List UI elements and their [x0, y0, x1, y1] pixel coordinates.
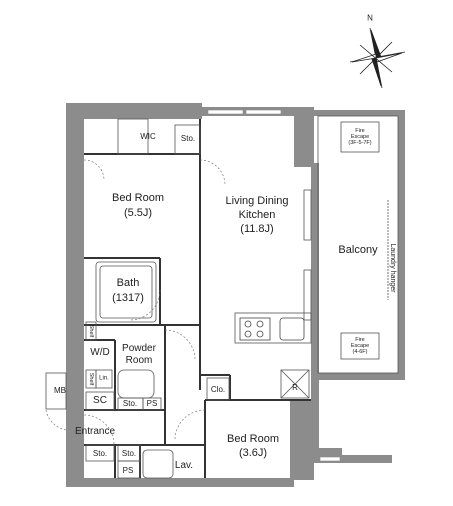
windows [207, 109, 341, 462]
bedroom2-name: Bed Room [227, 433, 279, 445]
pipe-space-label-2: PS [122, 466, 134, 475]
pipe-space-label-1: PS [146, 399, 158, 408]
refrigerator-label: R [292, 383, 298, 392]
balcony-label: Balcony [338, 244, 378, 256]
ldk-name-line2: Kitchen [238, 209, 276, 221]
fire-escape-top: Fire Escape (3F-5-7F) [348, 128, 371, 146]
ldk-name-line1: Living Dining [225, 195, 289, 207]
compass-north-label: N [367, 13, 373, 23]
lavatory-label: Lav. [174, 460, 194, 471]
laundry-hanger-label: Laundry hanger [389, 243, 396, 293]
ldk-size: (11.8J) [240, 223, 274, 235]
fire-escape-bottom: Fire Escape (4-6F) [351, 337, 369, 355]
fire-escape-top-line3: (3F-5-7F) [348, 140, 372, 146]
door-swings [45, 159, 226, 446]
shelf-label-2: Shelf [88, 372, 94, 386]
fire-escape-bottom-line1: Fire [355, 337, 365, 343]
entrance-label: Entrance [74, 426, 116, 437]
bedroom1-size: (5.5J) [123, 207, 153, 219]
fire-escape-bottom-line2: Escape [350, 343, 370, 349]
wic-label: WIC [140, 132, 156, 141]
powder-room-line2: Room [125, 355, 153, 366]
powder-room-line1: Powder [122, 343, 156, 354]
outer-walls [66, 103, 405, 487]
fire-escape-top-line1: Fire [355, 128, 365, 134]
shelf-label-1: Shelf [88, 324, 94, 338]
bedroom2-size: (3.6J) [238, 447, 268, 459]
mb-label: MB [54, 386, 66, 395]
storage-bottom-label-1: Sto. [92, 449, 108, 458]
fire-escape-top-line2: Escape [350, 134, 370, 140]
storage-top-label: Sto. [180, 134, 196, 143]
bath-name: Bath [116, 277, 140, 289]
bedroom1-name: Bed Room [112, 192, 164, 204]
compass-rose [349, 27, 406, 89]
storage-bottom-label-2: Sto. [121, 449, 137, 458]
thin-lines [45, 115, 399, 479]
storage-mid-label: Sto. [122, 399, 138, 408]
closet-label: Clo. [210, 385, 226, 394]
linen-label: Lin. [99, 375, 109, 382]
washer-dryer-label: W/D [90, 347, 110, 358]
fire-escape-bottom-line3: (4-6F) [352, 349, 368, 355]
bath-size: (1317) [112, 292, 144, 304]
kitchen-fixtures [239, 317, 305, 341]
shoe-cabinet-label: SC [93, 395, 107, 406]
